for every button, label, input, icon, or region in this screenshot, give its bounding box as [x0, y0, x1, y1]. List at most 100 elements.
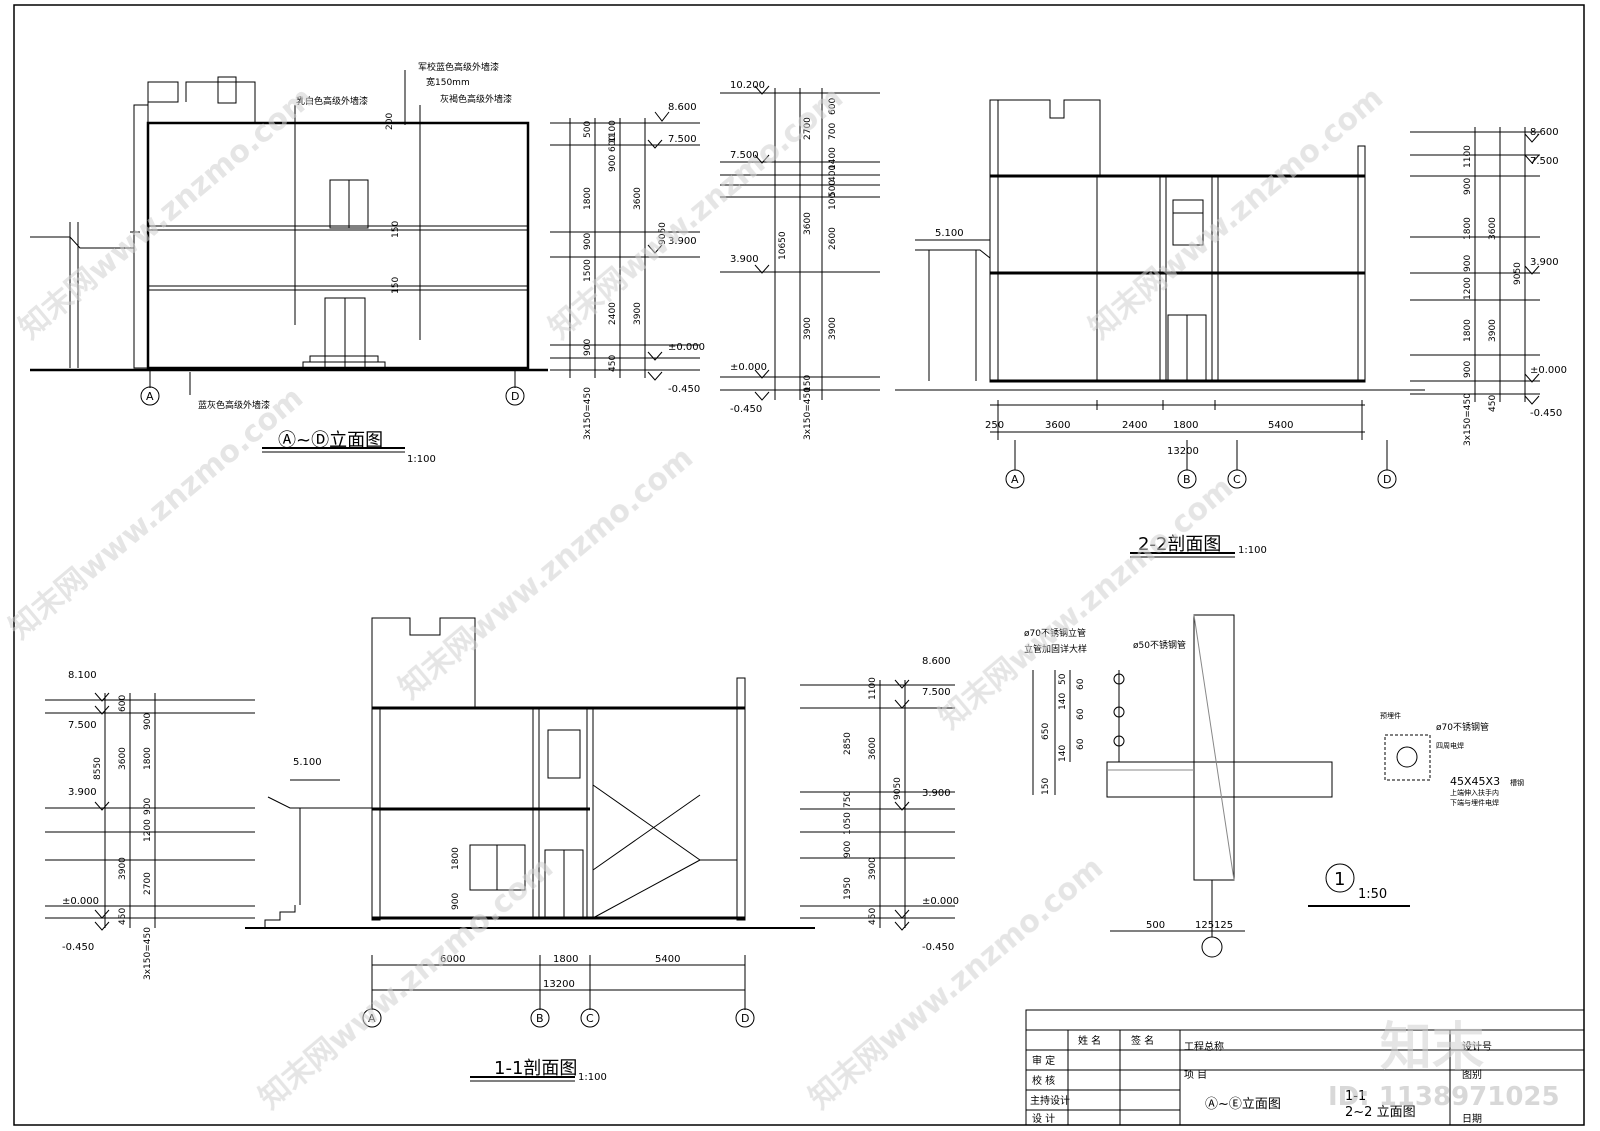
s22-dim: 500 — [828, 180, 838, 197]
tb-item: 项 目 — [1184, 1069, 1207, 1081]
pipe-note: 上端伸入扶手内 — [1450, 788, 1499, 797]
elev-dim-total: 9050 — [658, 222, 668, 245]
s11-step-note: 3x150=450 — [143, 927, 153, 980]
s11-rdim: 1100 — [868, 677, 878, 700]
s22-dim: 700 — [828, 123, 838, 140]
detail-1 — [1032, 614, 1431, 958]
elev-dim: 3600 — [633, 187, 643, 210]
axis-d: D — [511, 390, 519, 403]
note-navy-band: 军校蓝色高级外墙漆 — [418, 61, 499, 73]
detail-note: ø50不锈钢管 — [1133, 639, 1186, 651]
s22-axis: D — [1383, 473, 1391, 486]
detail-dim: 650 — [1041, 723, 1051, 740]
s22-rlevel: 7.500 — [1530, 156, 1559, 167]
s11-level: -0.450 — [62, 942, 94, 953]
s11-dim: 900 — [143, 798, 153, 815]
tb-row: 校 核 — [1032, 1074, 1055, 1087]
elev-dim: 900 — [583, 233, 593, 250]
s22-dim: 3600 — [803, 212, 813, 235]
s11-axis: C — [586, 1012, 594, 1025]
s11-rlevel: -0.450 — [922, 942, 954, 953]
elev-dim: 1500 — [583, 259, 593, 282]
band-dim-200: 200 — [385, 113, 395, 130]
s22-canopy-level: 5.100 — [935, 228, 964, 239]
s11-level: 3.900 — [68, 787, 97, 798]
s11-rdim: 450 — [868, 908, 878, 925]
s11-axis: A — [368, 1012, 376, 1025]
s22-dim: 600 — [828, 98, 838, 115]
s22-axis: C — [1233, 473, 1241, 486]
s22-rstep-note: 3x150=450 — [1463, 393, 1473, 446]
tb-design-no: 设计号 — [1462, 1040, 1492, 1053]
s11-dim: 3600 — [118, 747, 128, 770]
s22-rdim: 3900 — [1488, 319, 1498, 342]
s11-dim: 450 — [118, 908, 128, 925]
elev-dim: 450 — [608, 355, 618, 372]
s11-rdim: 9050 — [893, 777, 903, 800]
s11-rlevel: ±0.000 — [922, 896, 959, 907]
s22-dim: 2600 — [828, 227, 838, 250]
s22-rdim: 1800 — [1463, 217, 1473, 240]
s22-rlevel: 3.900 — [1530, 257, 1559, 268]
watermark-text: 知末网www.znzmo.com — [3, 380, 310, 646]
s11-rdim: 3600 — [868, 737, 878, 760]
s22-scale: 1:100 — [1238, 545, 1267, 556]
elev-dim: 600 — [608, 135, 618, 152]
s11-dim: 1200 — [143, 819, 153, 842]
s22-rdim: 1200 — [1463, 277, 1473, 300]
tb-row: 主持设计 — [1030, 1094, 1070, 1107]
s22-dim: 150 — [803, 375, 813, 392]
s22-rdim: 3600 — [1488, 217, 1498, 240]
watermark-text: 知末网www.znzmo.com — [1083, 80, 1390, 346]
s22-rdim: 900 — [1463, 255, 1473, 272]
detail-dim: 150 — [1041, 778, 1051, 795]
s11-rlevel: 8.600 — [922, 656, 951, 667]
s11-rdim: 900 — [843, 841, 853, 858]
tb-drawing-type: 图别 — [1462, 1069, 1482, 1081]
detail-dim: 60 — [1076, 678, 1086, 690]
elevation-title: Ⓐ~Ⓓ立面图 — [278, 430, 383, 451]
elevation-a-d — [30, 70, 700, 453]
s22-rdim: 9050 — [1513, 262, 1523, 285]
s11-win-dim: 900 — [451, 893, 461, 910]
note-milky-white: 乳白色高级外墙漆 — [296, 95, 368, 107]
elevation-scale: 1:100 — [407, 454, 436, 465]
s22-rdim: 1800 — [1463, 319, 1473, 342]
detail-dim: 140 — [1058, 745, 1068, 762]
detail-hdim: 500 — [1146, 920, 1165, 931]
s22-level: 10.200 — [730, 80, 765, 91]
watermark-text: 知末网www.znzmo.com — [393, 440, 700, 706]
pipe-note: 下端与埋件电焊 — [1450, 798, 1499, 807]
tb-project: 工程总称 — [1184, 1040, 1224, 1053]
s11-bdim: 1800 — [553, 954, 578, 965]
s22-btotal: 13200 — [1167, 446, 1199, 457]
elev-dim: 2400 — [608, 302, 618, 325]
detail-label: 1 — [1334, 869, 1345, 890]
s22-rlevel: 8.600 — [1530, 127, 1559, 138]
s22-rdim: 450 — [1488, 395, 1498, 412]
detail-scale: 1:50 — [1358, 887, 1387, 902]
s22-axis: A — [1011, 473, 1019, 486]
pipe-note: ø70不锈钢管 — [1436, 721, 1489, 733]
detail-hdim: 125 — [1214, 920, 1233, 931]
s22-level: ±0.000 — [730, 362, 767, 373]
s22-bdim: 5400 — [1268, 420, 1293, 431]
pipe-note: 45X45X3 — [1450, 775, 1500, 788]
s11-rdim: 750 — [843, 791, 853, 808]
note-grey-brown: 灰褐色高级外墙漆 — [440, 93, 512, 105]
s11-level: ±0.000 — [62, 896, 99, 907]
s11-btotal: 13200 — [543, 979, 575, 990]
s22-dim: 100 — [828, 193, 838, 210]
elev-level-7500: 7.500 — [668, 134, 697, 145]
s11-rdim: 1050 — [843, 812, 853, 835]
band-dim-150-a: 150 — [391, 221, 401, 238]
tb-col-sign: 签 名 — [1131, 1034, 1154, 1047]
s11-axis: B — [536, 1012, 544, 1025]
note-blue-grey: 蓝灰色高级外墙漆 — [198, 399, 270, 411]
elev-step-note: 3x150=450 — [583, 387, 593, 440]
s11-rdim: 2850 — [843, 732, 853, 755]
s11-scale: 1:100 — [578, 1072, 607, 1083]
section-2-2 — [720, 85, 1540, 558]
elev-dim: 900 — [583, 339, 593, 356]
